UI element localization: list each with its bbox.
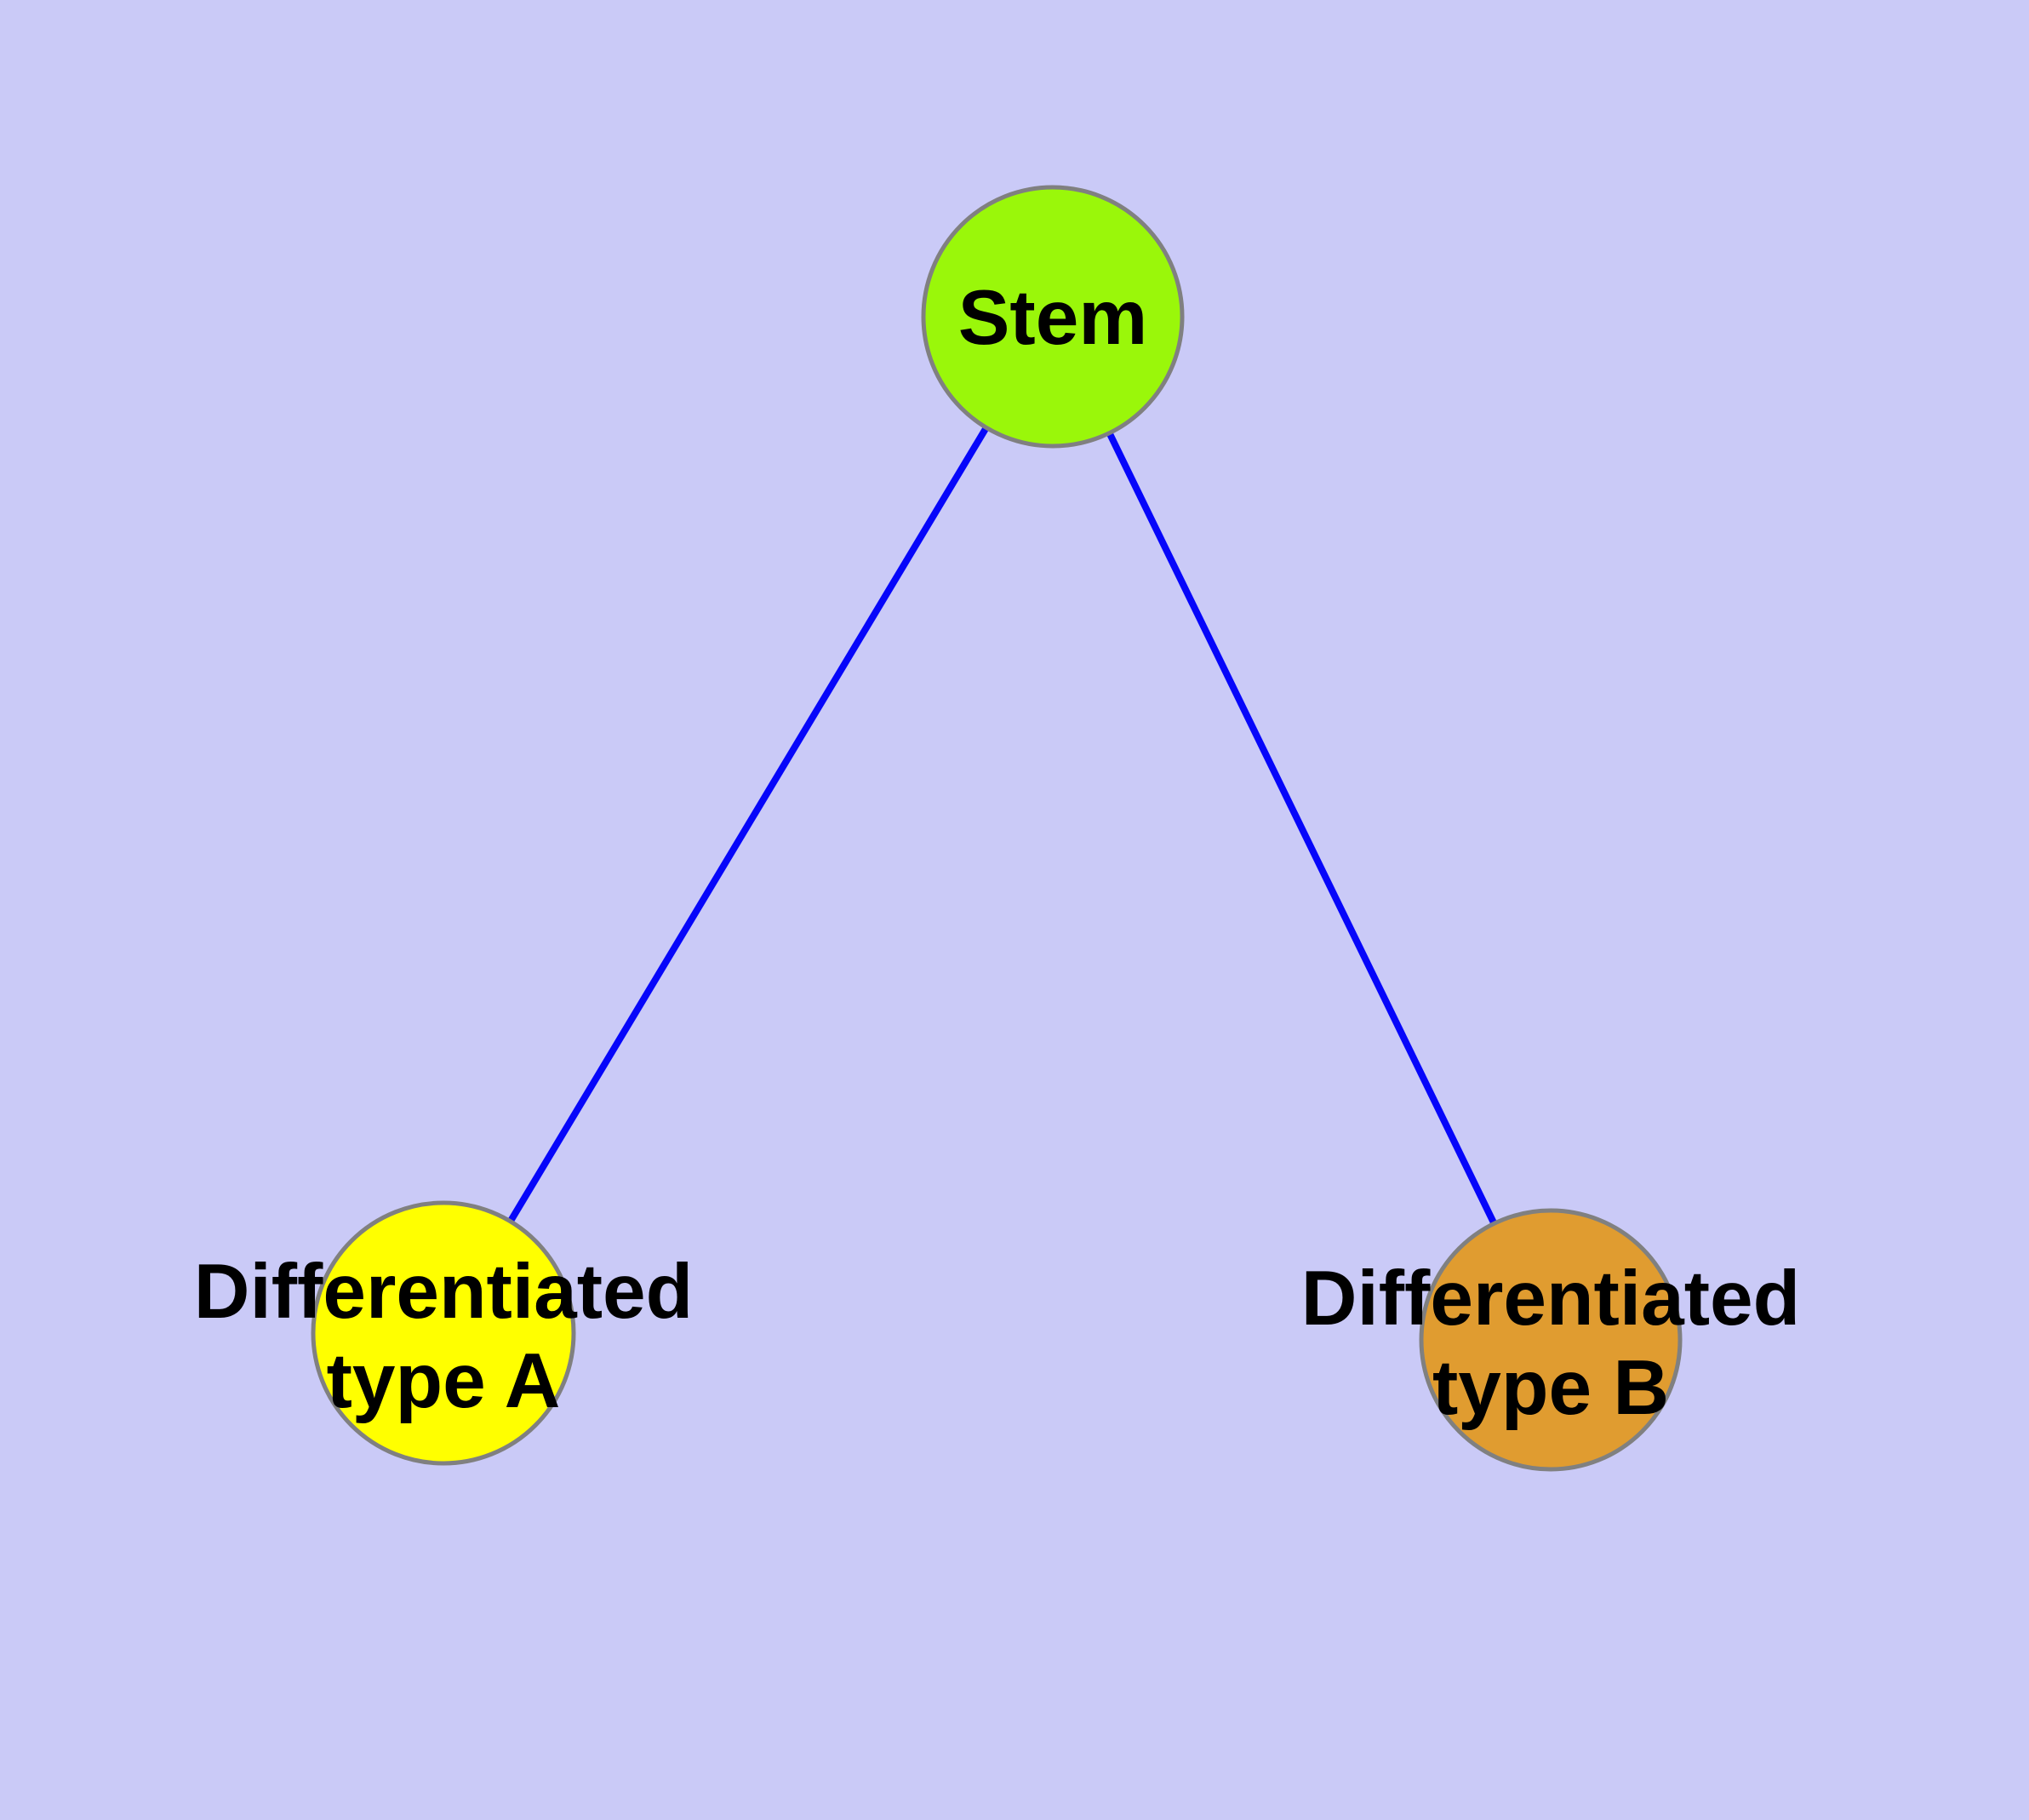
node-type-b-label-line1: Differentiated: [1301, 1256, 1801, 1342]
edge-stem-to-type-a: [440, 314, 1056, 1336]
node-differentiated-type-b: [1419, 1208, 1683, 1472]
node-type-a-label-line1: Differentiated: [194, 1249, 694, 1335]
node-stem: [921, 185, 1185, 449]
node-type-a-label-line2: type A: [327, 1338, 561, 1424]
edge-stem-to-type-b: [1049, 315, 1554, 1342]
node-stem-label: Stem: [958, 275, 1148, 361]
node-type-b-label-line2: type B: [1432, 1345, 1669, 1431]
node-differentiated-type-a: [311, 1200, 576, 1466]
